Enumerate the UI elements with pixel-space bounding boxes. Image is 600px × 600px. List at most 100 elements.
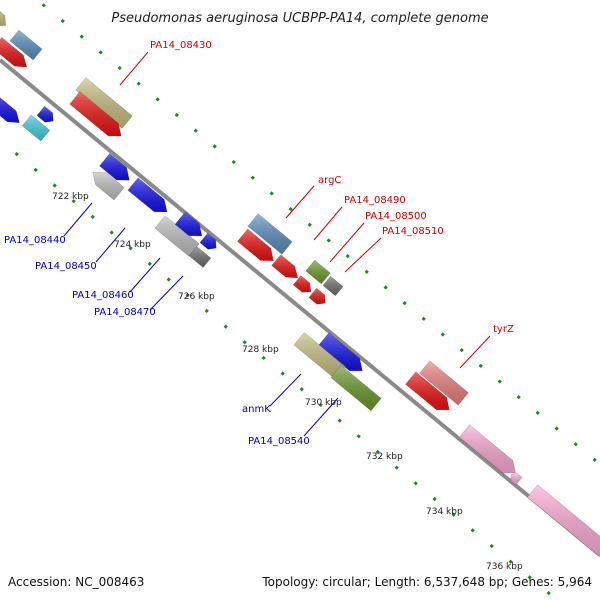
gene-arrow[interactable] [318, 332, 363, 372]
gene-arrow[interactable] [0, 7, 7, 27]
gene-labels-left: PA14_08440 PA14_08450 PA14_08460 PA14_08… [4, 235, 310, 447]
tick-label: 730 kbp [305, 398, 342, 408]
guide-dot [546, 590, 551, 596]
guide-dot [364, 269, 369, 274]
guide-dot [231, 159, 236, 165]
guide-dot [356, 434, 361, 439]
gene-arrow[interactable] [405, 371, 450, 411]
guide-dot [394, 465, 399, 470]
gene-arrow[interactable] [0, 37, 28, 68]
tick-label: 728 kbp [242, 345, 279, 355]
gene-label[interactable]: argC [318, 175, 341, 186]
label-leader-lines [63, 51, 491, 437]
dotted-guide-lines [14, 3, 597, 596]
guide-dot [90, 214, 95, 219]
guide-dot [326, 238, 331, 243]
guide-dot [280, 371, 285, 376]
gene-arrow[interactable] [99, 153, 130, 181]
guide-dot [470, 528, 475, 533]
guide-dot [421, 316, 426, 321]
guide-dot [98, 50, 103, 55]
tick-label: 734 kbp [426, 507, 463, 517]
gene-label[interactable]: PA14_08510 [382, 226, 444, 237]
guide-dot [204, 308, 209, 314]
gene-arrow[interactable] [308, 287, 326, 305]
guide-dot [440, 332, 445, 337]
gene-label[interactable]: anmK [242, 404, 271, 415]
guide-dot [345, 253, 350, 259]
guide-dot [250, 175, 255, 180]
gene-label[interactable]: PA14_08490 [344, 195, 406, 206]
gene-arrow[interactable] [127, 177, 168, 213]
gene-arrow[interactable] [0, 92, 20, 124]
leader-line [329, 222, 365, 263]
guide-dot [383, 285, 388, 290]
guide-dot [155, 97, 160, 102]
guide-dot [269, 191, 274, 196]
guide-dot [79, 34, 84, 39]
gene-arrow[interactable] [247, 213, 293, 255]
gene-arrow[interactable] [419, 360, 469, 406]
guide-dot [508, 559, 513, 564]
guide-dot [166, 277, 171, 282]
guide-dot [185, 293, 190, 298]
gene-arrow[interactable] [69, 91, 122, 137]
gene-label[interactable]: PA14_08430 [150, 40, 212, 51]
gene-arrow[interactable] [188, 246, 212, 268]
map-title: Pseudomonas aeruginosa UCBPP-PA14, compl… [111, 11, 488, 26]
gene-arrow[interactable] [9, 29, 43, 61]
guide-dot [516, 395, 521, 400]
gene-label[interactable]: PA14_08450 [35, 261, 97, 272]
guide-dot [318, 402, 323, 408]
tick-label: 722 kbp [52, 192, 89, 202]
gene-arrow[interactable] [237, 228, 274, 262]
gene-label[interactable]: PA14_08440 [4, 235, 66, 246]
tick-label: 726 kbp [178, 292, 215, 302]
guide-dot [592, 457, 597, 462]
guide-dot [432, 496, 437, 502]
gene-arrow[interactable] [527, 484, 600, 561]
leader-line [119, 51, 149, 86]
guide-dot [60, 18, 65, 24]
gene-arrow[interactable] [271, 254, 299, 279]
guide-dot [174, 112, 179, 118]
leader-line [63, 202, 93, 237]
gene-arrow[interactable] [510, 472, 523, 486]
guide-dot [223, 324, 228, 329]
gene-arrow[interactable] [92, 171, 125, 201]
guide-dot [451, 512, 456, 517]
guide-dot [497, 379, 502, 384]
gene-arrow[interactable] [21, 114, 51, 142]
guide-dot [573, 442, 578, 447]
leader-line [344, 237, 382, 273]
leader-line [313, 206, 343, 241]
gene-arrow[interactable] [292, 275, 312, 293]
gene-arrow[interactable] [36, 105, 54, 123]
leader-line [95, 227, 126, 263]
gene-label[interactable]: PA14_08500 [365, 211, 427, 222]
guide-dot [71, 199, 76, 204]
gene-arrow[interactable] [199, 232, 217, 250]
gene-label[interactable]: tyrZ [493, 324, 514, 335]
gene-arrow[interactable] [330, 364, 382, 412]
gene-labels-right: PA14_08430 argC PA14_08490 PA14_08500 PA… [150, 40, 514, 335]
gene-arrow[interactable] [75, 77, 133, 129]
gene-features [0, 7, 600, 561]
gene-label[interactable]: PA14_08470 [94, 307, 156, 318]
gene-label[interactable]: PA14_08540 [248, 436, 310, 447]
guide-dot [33, 167, 38, 172]
gene-arrow[interactable] [459, 424, 516, 474]
guide-dot [288, 206, 293, 212]
gene-label[interactable]: PA14_08460 [72, 290, 134, 301]
gene-arrow[interactable] [305, 259, 331, 285]
tick-label: 724 kbp [114, 240, 151, 250]
guide-dot [535, 410, 540, 415]
genome-backbone [0, 58, 600, 557]
guide-dot [242, 340, 247, 345]
leader-line [459, 335, 491, 369]
guide-dot [128, 246, 133, 251]
gene-arrow[interactable] [322, 275, 344, 297]
guide-dot [117, 65, 122, 71]
gene-arrow[interactable] [174, 211, 203, 237]
